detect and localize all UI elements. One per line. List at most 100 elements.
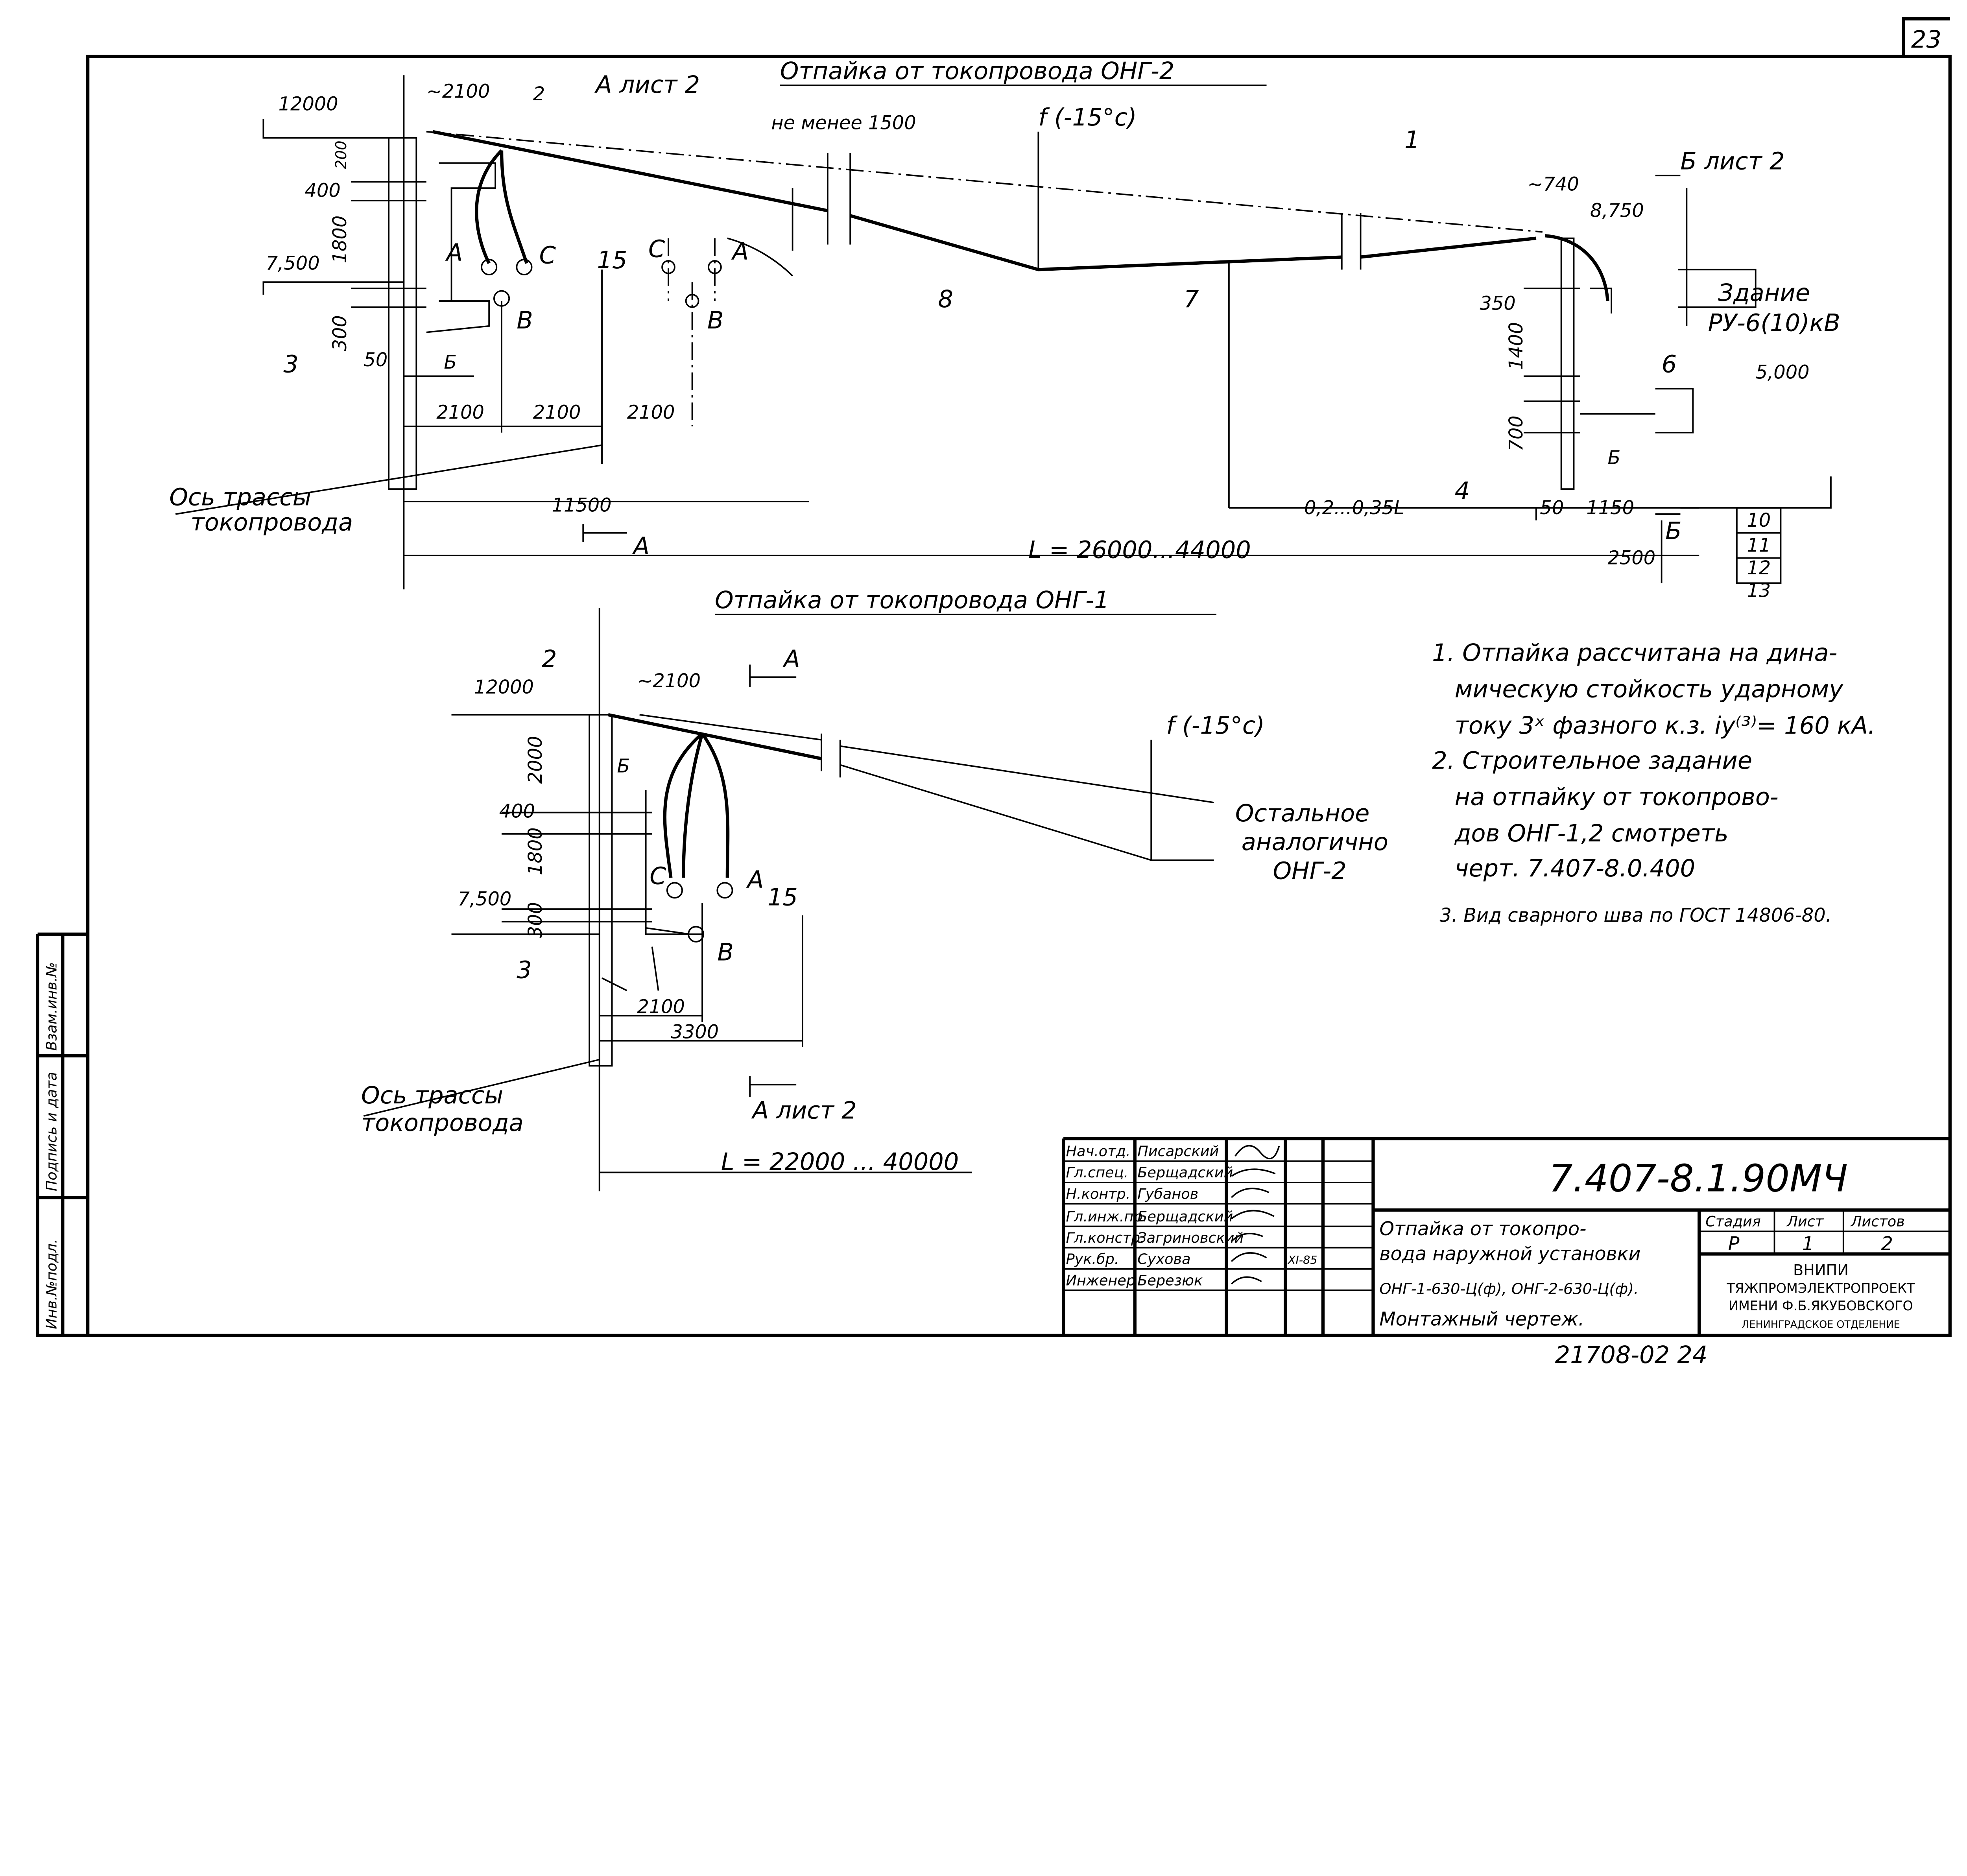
label: A лист 2	[751, 1097, 857, 1124]
note-line: 2. Строительное задание	[1432, 747, 1752, 775]
signer-name: Губанов	[1137, 1185, 1198, 1202]
description-line: Монтажный чертеж.	[1379, 1308, 1584, 1330]
note-line: черт. 7.407-8.0.400	[1455, 855, 1696, 882]
label: 2	[542, 646, 557, 673]
label: 700	[1506, 415, 1527, 451]
bottom-view-labels: Отпайка от токопровода ОНГ-1 2 ~2100 A 1…	[361, 587, 1388, 1176]
label: 12000	[474, 677, 534, 698]
label: 2100	[627, 402, 675, 424]
label: f (-15°c)	[1038, 104, 1137, 131]
signer-name: Берщадский	[1137, 1208, 1233, 1225]
signer-name: Сухова	[1137, 1251, 1190, 1267]
label: Б	[1608, 447, 1621, 469]
label: 11	[1747, 535, 1771, 557]
document-description: Отпайка от токопро- вода наружной устано…	[1379, 1218, 1640, 1330]
sheet-value: 1	[1802, 1233, 1814, 1255]
description-line: Отпайка от токопро-	[1379, 1218, 1586, 1240]
label: аналогично	[1242, 828, 1388, 856]
label: 2000	[525, 736, 546, 784]
label: ~2100	[426, 81, 490, 103]
signer-role: Рук.бр.	[1066, 1251, 1119, 1267]
signer-name: Берщадский	[1137, 1164, 1233, 1181]
label: 2100	[637, 996, 685, 1018]
stamp-replace-label: Взам.инв.№	[43, 962, 60, 1051]
label: токопровода	[191, 509, 353, 536]
org-line: ИМЕНИ Ф.Б.ЯКУБОВСКОГО	[1729, 1298, 1913, 1313]
label: 11500	[552, 495, 612, 516]
archive-number: 21708-02 24	[1555, 1341, 1708, 1369]
label: A	[731, 238, 749, 266]
drawing-sheet: 23 Инв.№подл. Подпись и дата Взам.инв.№	[36, 17, 1952, 1369]
signer-name: Березюк	[1137, 1272, 1203, 1289]
sheet-number: 23	[1911, 26, 1941, 53]
note-line: 3. Вид сварного шва по ГОСТ 14806-80.	[1439, 905, 1831, 926]
label: 8,750	[1590, 200, 1644, 221]
title-block	[1061, 1137, 1950, 1336]
note-line: току 3ˣ фазного к.з. iу⁽³⁾= 160 кА.	[1455, 712, 1876, 740]
label: C	[539, 242, 556, 269]
label: 7	[1184, 286, 1199, 313]
label: f (-15°c)	[1166, 712, 1265, 740]
label: 1800	[525, 827, 546, 875]
label: 2100	[436, 402, 484, 424]
stage-header: Стадия	[1705, 1213, 1761, 1230]
description-line: вода наружной установки	[1379, 1243, 1640, 1265]
label: A	[632, 533, 650, 560]
signer-date: XI-85	[1287, 1253, 1317, 1267]
section-b-ref: Б лист 2	[1680, 148, 1784, 175]
label: A	[445, 239, 463, 267]
label: C	[650, 862, 666, 890]
label: Б	[1665, 518, 1682, 545]
label: 5,000	[1756, 362, 1810, 384]
signer-name: Писарский	[1137, 1143, 1219, 1160]
label: 3300	[671, 1021, 719, 1043]
label: РУ-6(10)кВ	[1708, 310, 1840, 337]
note-line: на отпайку от токопрово-	[1455, 783, 1779, 811]
label: Ось трассы	[169, 484, 311, 511]
label: 300	[525, 902, 546, 938]
org-line: ВНИПИ	[1793, 1262, 1849, 1279]
label: 15	[597, 247, 627, 274]
label: 4	[1455, 478, 1470, 505]
label: B	[717, 939, 734, 967]
label: B	[707, 307, 724, 334]
top-view-labels: Отпайка от токопровода ОНГ-2 А лист 2 Б …	[169, 57, 1840, 601]
label: 1150	[1586, 497, 1634, 519]
top-view-title: Отпайка от токопровода ОНГ-2	[780, 57, 1175, 85]
top-view-drawing	[175, 75, 1832, 590]
note-line: мическую стойкость ударному	[1455, 675, 1844, 703]
label: 1400	[1506, 322, 1527, 370]
note-line: 1. Отпайка рассчитана на дина-	[1432, 639, 1837, 667]
label: 400	[499, 801, 535, 822]
label: ~2100	[637, 670, 701, 692]
signer-role: Гл.спец.	[1066, 1164, 1128, 1181]
note-line: дов ОНГ-1,2 смотреть	[1454, 820, 1729, 847]
label: 2500	[1608, 547, 1656, 569]
sheets-value: 2	[1881, 1233, 1893, 1255]
label: 12000	[279, 94, 338, 115]
label: 12	[1747, 557, 1771, 579]
label: Здание	[1718, 279, 1810, 307]
label: 8	[938, 286, 953, 313]
label: 1800	[329, 216, 351, 264]
general-notes: 1. Отпайка рассчитана на дина- мическую …	[1432, 639, 1875, 926]
label: 15	[768, 884, 798, 911]
label: 6	[1662, 351, 1677, 378]
label: 7,500	[266, 253, 320, 274]
label: 300	[329, 315, 351, 351]
label: 3	[517, 956, 532, 984]
label: ОНГ-2	[1273, 858, 1346, 885]
document-code: 7.407-8.1.90МЧ	[1549, 1156, 1848, 1200]
signer-role: Нач.отд.	[1066, 1143, 1130, 1160]
label: Б	[617, 756, 630, 777]
label: 350	[1480, 293, 1515, 314]
label: L = 22000 ... 40000	[721, 1148, 959, 1176]
signature-marks	[1231, 1145, 1280, 1285]
label: A	[746, 866, 764, 894]
signer-name: Загриновский	[1137, 1229, 1244, 1246]
label: не менее 1500	[771, 112, 916, 134]
label: 0,2...0,35L	[1304, 497, 1404, 519]
bottom-view-drawing	[363, 608, 1217, 1192]
side-stamp: Инв.№подл. Подпись и дата Взам.инв.№	[36, 932, 88, 1337]
org-line: ТЯЖПРОМЭЛЕКТРОПРОЕКТ	[1727, 1280, 1915, 1296]
